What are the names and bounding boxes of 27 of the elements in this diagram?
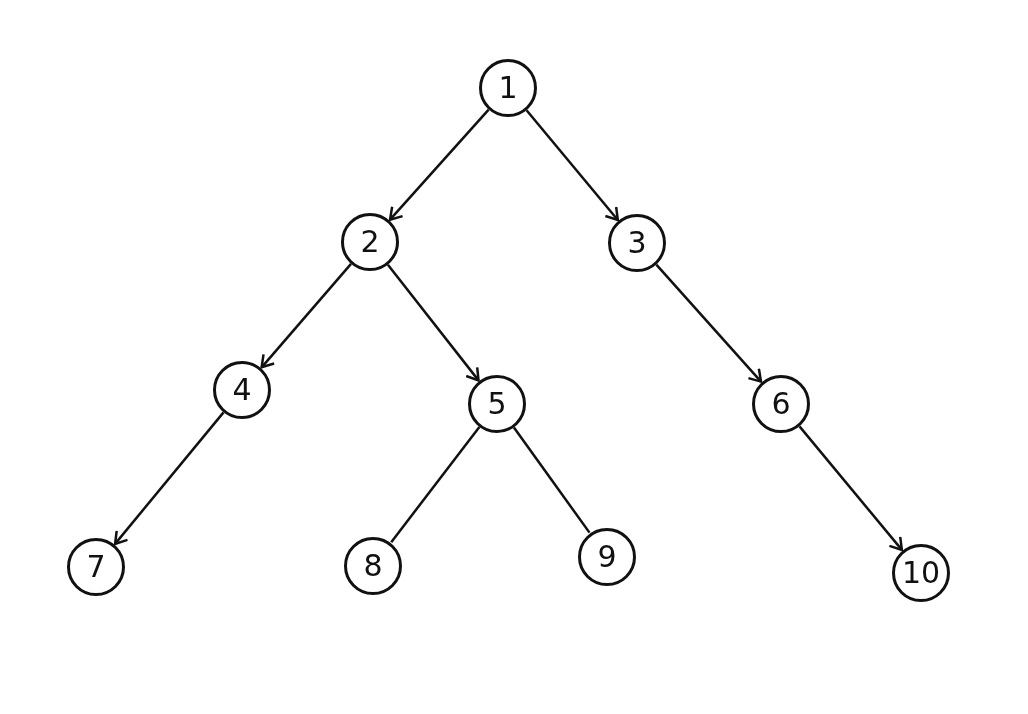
node-number: 3 [627, 228, 647, 258]
node-circle [67, 538, 125, 596]
arrow [525, 109, 620, 222]
node-number: 7 [86, 552, 106, 582]
node-number: 6 [771, 389, 791, 419]
node-number: 8 [363, 551, 383, 581]
node-circle [892, 544, 950, 602]
arrow [260, 263, 352, 369]
node-circle [344, 537, 402, 595]
node-circle [479, 59, 537, 117]
node-circle [578, 528, 636, 586]
node-number: 9 [597, 542, 617, 572]
node-circle [468, 375, 526, 433]
node-circle [752, 375, 810, 433]
node-number: 10 [901, 558, 941, 588]
node-number: 2 [360, 227, 380, 257]
node-circle [341, 213, 399, 271]
node-number: 4 [232, 375, 252, 405]
arrow [798, 425, 904, 552]
arrow [655, 263, 763, 383]
arrow [386, 264, 480, 382]
node-circle [213, 361, 271, 419]
node-circle [608, 214, 666, 272]
arrow [388, 108, 490, 221]
node-number: 5 [487, 389, 507, 419]
arrow [113, 411, 225, 546]
node-number: 1 [498, 73, 518, 103]
